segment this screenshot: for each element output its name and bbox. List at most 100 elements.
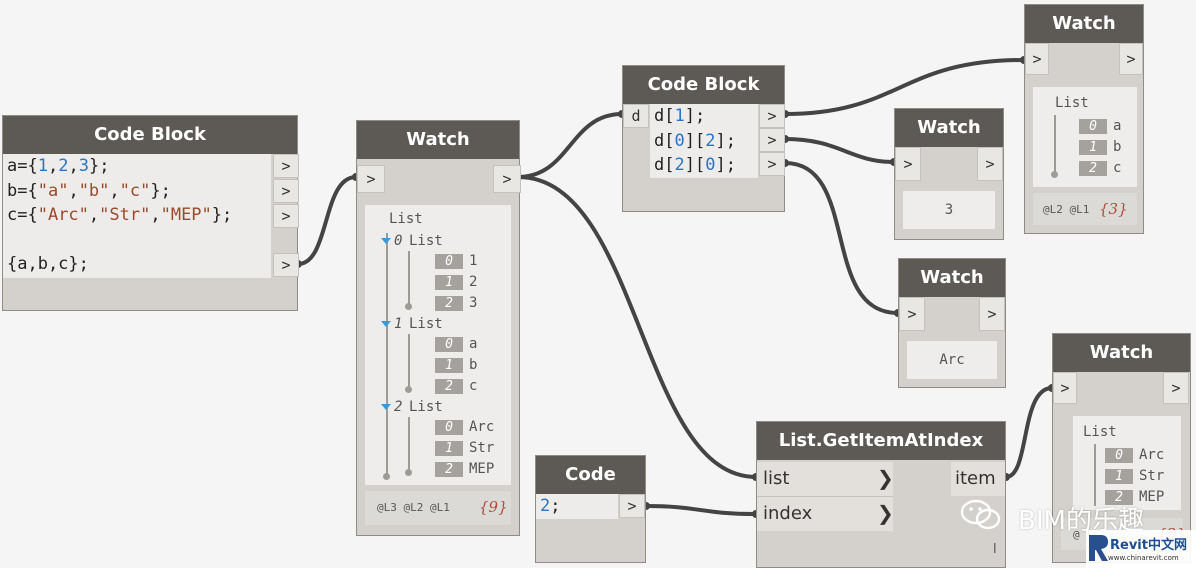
code-line[interactable] [3,228,271,253]
watch-footer: @L3 @L2 @L1 {9} [365,491,511,525]
code-line[interactable]: d[2][0]; [650,153,758,178]
watch-footer: @L2 @L1 {3} [1033,193,1137,225]
expand-arrow-icon [381,238,391,244]
output-port[interactable]: > [273,154,299,178]
item-value: 1 [469,253,478,269]
tree-end-dot [383,473,390,480]
item-index: 1 [435,441,463,456]
port-label: list [763,468,790,489]
node-title[interactable]: Code Block [3,116,297,154]
list-root-label: List [1055,95,1089,111]
list-label: List [409,316,443,332]
code-token: {a,b,c}; [7,254,89,274]
expand-arrow-icon [381,404,391,410]
output-port[interactable]: > [759,128,785,152]
output-port[interactable]: > [273,204,299,228]
tree-line [386,233,388,477]
tree-line [408,251,410,305]
list-root-label: List [1083,424,1117,440]
input-port[interactable]: > [1025,43,1049,75]
code-token: , [109,180,120,201]
list-index: 1 [394,316,403,332]
code-token: 0 [674,130,685,151]
code-token: "c" [119,180,151,201]
code-token: , [88,205,100,225]
item-value: c [469,378,478,394]
code-block-node[interactable]: Code Block a={1,2,3};b={"a","b","c"};c={… [2,115,299,311]
output-port[interactable]: > [1119,43,1143,75]
item-value: 3 [469,295,478,311]
output-port-item[interactable]: item [951,462,1005,496]
output-port[interactable]: > [759,104,785,128]
revit-logo: Revit中文网 www.chinarevit.com [1086,530,1196,568]
code-token: ]; [715,130,736,151]
get-item-at-index-node[interactable]: List.GetItemAtIndex list ❯ index ❯ item … [756,421,1006,568]
code-line[interactable]: 2; [536,494,618,519]
node-title[interactable]: Watch [357,121,519,159]
output-port[interactable]: > [273,179,299,203]
item-index: 1 [1105,469,1133,484]
item-value: a [1113,118,1122,134]
port-label: item [955,468,996,489]
code-token: , [150,205,161,225]
code-token: d[ [654,155,675,175]
output-port[interactable]: > [493,165,521,193]
list-index: 0 [394,233,403,249]
code-line[interactable]: d[1]; [650,104,758,129]
list-levels: @L2 @L1 [1043,203,1090,216]
code-token: "MEP" [160,205,212,225]
code-editor[interactable]: a={1,2,3};b={"a","b","c"};c={"Arc","Str"… [3,154,271,278]
input-port[interactable]: > [899,297,925,331]
output-port[interactable]: > [759,152,785,176]
node-title[interactable]: List.GetItemAtIndex [757,422,1005,460]
code-line[interactable]: {a,b,c}; [3,252,271,277]
input-port[interactable]: > [895,147,921,181]
input-port-list[interactable]: list ❯ [757,462,894,497]
input-port-index[interactable]: index ❯ [757,497,894,531]
code-line[interactable]: d[0][2]; [650,129,758,154]
expand-arrow-icon [381,321,391,327]
node-title[interactable]: Code Block [623,66,784,104]
output-port[interactable]: > [1163,372,1189,404]
tree-end-dot [1051,171,1058,178]
node-title[interactable]: Code Block [536,456,645,523]
code-line[interactable]: c={"Arc","Str","MEP"}; [3,203,271,228]
item-index: 1 [435,358,463,373]
tree-end-dot [405,469,412,476]
output-port[interactable]: > [619,494,645,518]
node-title[interactable]: Watch [895,109,1003,147]
wechat-icon [960,499,1001,530]
item-count: {3} [1099,200,1128,218]
output-port[interactable]: > [977,147,1003,181]
code-token: "Arc" [37,205,89,225]
watch-node[interactable]: Watch > > Arc [898,258,1006,388]
item-index: 2 [435,462,463,477]
output-port[interactable]: > [273,253,299,277]
node-title[interactable]: Watch [899,259,1005,297]
code-block-node[interactable]: Code Block 2; > [535,455,646,563]
list-label: List [409,399,443,415]
input-port[interactable]: > [357,165,385,193]
tree-line [408,334,410,388]
watch-node[interactable]: Watch > > 3 [894,108,1004,240]
input-port[interactable]: d [623,104,649,128]
code-line[interactable]: b={"a","b","c"}; [3,179,271,204]
node-title[interactable]: Watch [1025,5,1143,43]
node-title[interactable]: Watch [1053,334,1190,372]
input-port[interactable]: > [1053,372,1077,404]
code-block-node[interactable]: Code Block d d[1];d[0][2];d[2][0]; > > > [622,65,785,212]
code-editor[interactable]: d[1];d[0][2];d[2][0]; [650,104,758,178]
list-root-label: List [389,211,423,227]
code-line[interactable]: a={1,2,3}; [3,154,271,179]
watch-value: 3 [903,191,995,229]
output-port[interactable]: > [979,297,1005,331]
code-token: 2 [540,496,551,516]
code-token: ]; [715,155,736,175]
list-levels: @ [1073,528,1080,541]
code-editor[interactable]: 2; [536,494,618,519]
